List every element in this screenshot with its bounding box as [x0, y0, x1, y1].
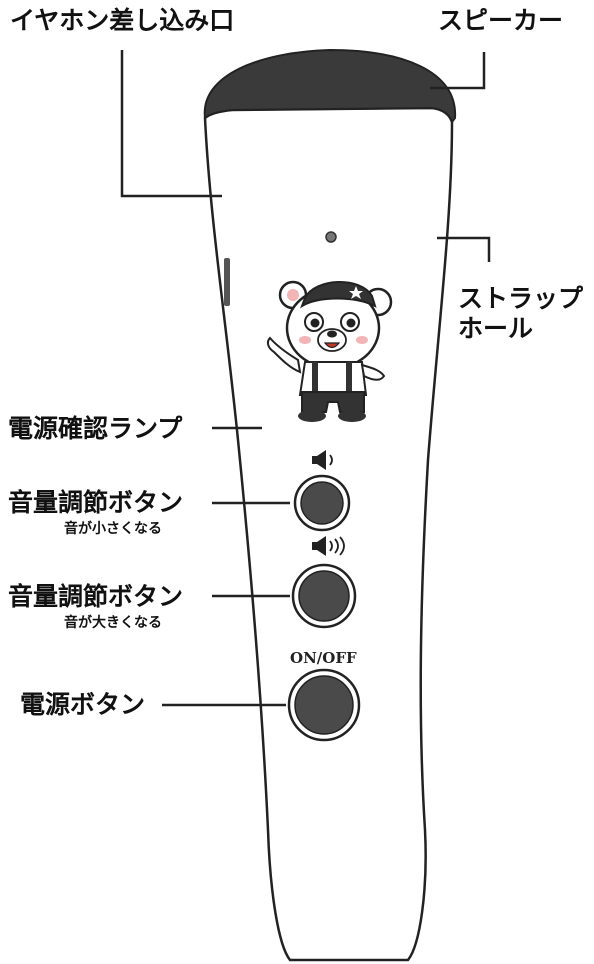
volume-down-note: 音が小さくなる	[64, 521, 162, 537]
power-lamp	[325, 231, 337, 243]
volume-down-button[interactable]	[293, 474, 351, 532]
volume-up-label: 音量調節ボタン	[8, 582, 184, 611]
speaker-grille	[203, 48, 457, 125]
volume-up-button[interactable]	[291, 563, 357, 629]
speaker-label: スピーカー	[438, 6, 564, 35]
strap-hole-label-line2: ホール	[458, 314, 534, 343]
power-button-label: 電源ボタン	[20, 690, 146, 719]
power-lamp-label: 電源確認ランプ	[8, 414, 183, 443]
power-button[interactable]	[287, 668, 361, 742]
leader-speaker	[430, 52, 486, 90]
earphone-jack-label: イヤホン差し込み口	[10, 6, 235, 35]
leader-strap-hole	[437, 236, 491, 262]
volume-down-label: 音量調節ボタン	[8, 488, 184, 517]
pen-body	[203, 106, 454, 962]
volume-up-note: 音が大きくなる	[64, 615, 162, 631]
leader-earphone-jack	[120, 50, 222, 198]
bear-mascot	[266, 280, 393, 422]
earphone-jack-slot	[224, 258, 230, 306]
leader-lines	[120, 50, 491, 707]
on-off-text: ON/OFF	[290, 649, 357, 667]
speaker-low-icon	[312, 450, 333, 470]
strap-hole-label-line1: ストラップ	[458, 284, 584, 313]
speaker-high-icon	[312, 536, 345, 556]
